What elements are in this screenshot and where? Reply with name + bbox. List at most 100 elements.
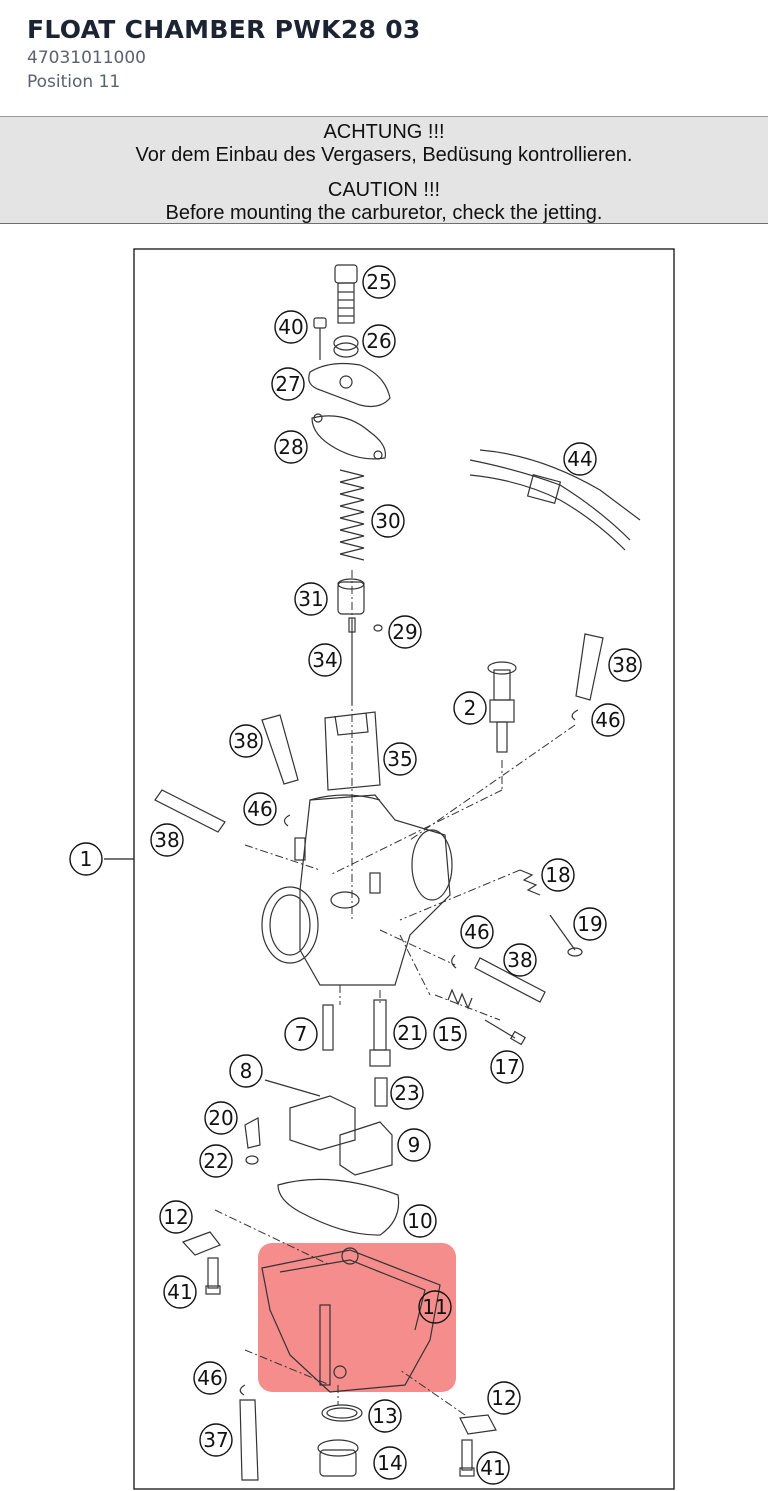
callout-46[interactable]: 46 xyxy=(460,915,494,949)
callout-17[interactable]: 17 xyxy=(490,1050,524,1084)
callout-30[interactable]: 30 xyxy=(371,504,405,538)
callout-14[interactable]: 14 xyxy=(373,1446,407,1480)
callout-circle xyxy=(308,643,342,677)
callout-22[interactable]: 22 xyxy=(199,1144,233,1178)
callout-number: 31 xyxy=(298,587,323,611)
callout-9[interactable]: 9 xyxy=(397,1128,431,1162)
callout-number: 9 xyxy=(408,1133,421,1157)
callout-number: 41 xyxy=(480,1456,505,1480)
part-number: 47031011000 xyxy=(27,48,146,68)
callout-circle xyxy=(199,1423,233,1457)
callout-38[interactable]: 38 xyxy=(150,823,184,857)
callout-number: 8 xyxy=(240,1059,253,1083)
callout-circle xyxy=(199,1144,233,1178)
callout-number: 38 xyxy=(154,828,179,852)
callout-number: 18 xyxy=(545,863,570,887)
callout-13[interactable]: 13 xyxy=(368,1399,402,1433)
callout-18[interactable]: 18 xyxy=(541,858,575,892)
callout-number: 1 xyxy=(80,847,93,871)
callout-28[interactable]: 28 xyxy=(274,430,308,464)
callout-31[interactable]: 31 xyxy=(294,582,328,616)
callout-number: 14 xyxy=(377,1451,402,1475)
highlight-box xyxy=(258,1243,456,1392)
page-title: FLOAT CHAMBER PWK28 03 xyxy=(27,15,421,44)
header: FLOAT CHAMBER PWK28 03 47031011000 Posit… xyxy=(27,14,421,94)
callout-circle xyxy=(371,504,405,538)
callout-circle xyxy=(591,703,625,737)
callout-circle xyxy=(383,742,417,776)
callout-15[interactable]: 15 xyxy=(433,1017,467,1051)
callout-number: 22 xyxy=(203,1149,228,1173)
callout-circle xyxy=(69,842,103,876)
callout-number: 19 xyxy=(577,912,602,936)
callout-circle xyxy=(294,582,328,616)
callout-circle xyxy=(476,1451,510,1485)
callout-10[interactable]: 10 xyxy=(403,1204,437,1238)
callout-2[interactable]: 2 xyxy=(453,691,487,725)
callout-41[interactable]: 41 xyxy=(476,1451,510,1485)
callout-41[interactable]: 41 xyxy=(163,1275,197,1309)
callout-circle xyxy=(243,792,277,826)
callout-1[interactable]: 1 xyxy=(69,842,103,876)
diagram-svg: 2540262728443031293438246383546381181946… xyxy=(69,248,675,1490)
callout-circle xyxy=(284,1017,318,1051)
callout-35[interactable]: 35 xyxy=(383,742,417,776)
callout-40[interactable]: 40 xyxy=(274,310,308,344)
callout-number: 34 xyxy=(312,648,337,672)
callout-38[interactable]: 38 xyxy=(229,724,263,758)
callout-circle xyxy=(418,1290,452,1324)
callout-23[interactable]: 23 xyxy=(390,1076,424,1110)
callout-number: 38 xyxy=(507,948,532,972)
callout-number: 44 xyxy=(567,447,592,471)
callout-number: 12 xyxy=(491,1386,516,1410)
callout-circle xyxy=(403,1204,437,1238)
callout-20[interactable]: 20 xyxy=(204,1101,238,1135)
callout-46[interactable]: 46 xyxy=(243,792,277,826)
callout-21[interactable]: 21 xyxy=(393,1016,427,1050)
callout-8[interactable]: 8 xyxy=(229,1054,263,1088)
callout-11[interactable]: 11 xyxy=(418,1290,452,1324)
callout-37[interactable]: 37 xyxy=(199,1423,233,1457)
callout-circle xyxy=(362,265,396,299)
callout-46[interactable]: 46 xyxy=(591,703,625,737)
callout-circle xyxy=(373,1446,407,1480)
callout-circle xyxy=(159,1200,193,1234)
callout-29[interactable]: 29 xyxy=(388,615,422,649)
callout-34[interactable]: 34 xyxy=(308,643,342,677)
callout-number: 40 xyxy=(278,315,303,339)
callout-number: 11 xyxy=(422,1295,447,1319)
callout-circle xyxy=(150,823,184,857)
callout-circle xyxy=(362,324,396,358)
callout-circle xyxy=(229,1054,263,1088)
callout-12[interactable]: 12 xyxy=(159,1200,193,1234)
callout-number: 41 xyxy=(167,1280,192,1304)
callout-number: 46 xyxy=(464,920,489,944)
callout-circle xyxy=(368,1399,402,1433)
callout-46[interactable]: 46 xyxy=(193,1361,227,1395)
caution-banner: ACHTUNG !!! Vor dem Einbau des Vergasers… xyxy=(0,116,768,224)
callout-12[interactable]: 12 xyxy=(487,1381,521,1415)
callout-number: 46 xyxy=(197,1366,222,1390)
callout-circle xyxy=(563,442,597,476)
callout-7[interactable]: 7 xyxy=(284,1017,318,1051)
callout-number: 35 xyxy=(387,747,412,771)
callout-44[interactable]: 44 xyxy=(563,442,597,476)
callout-38[interactable]: 38 xyxy=(608,648,642,682)
callout-19[interactable]: 19 xyxy=(573,907,607,941)
callout-number: 23 xyxy=(394,1081,419,1105)
callout-number: 30 xyxy=(375,509,400,533)
caution-en-title: CAUTION !!! xyxy=(327,179,441,201)
caution-de-text: Vor dem Einbau des Vergasers, Bedüsung k… xyxy=(135,144,633,166)
callout-26[interactable]: 26 xyxy=(362,324,396,358)
callout-38[interactable]: 38 xyxy=(503,943,537,977)
parts-art xyxy=(154,264,641,1481)
callout-25[interactable]: 25 xyxy=(362,265,396,299)
callout-27[interactable]: 27 xyxy=(271,367,305,401)
callout-number: 7 xyxy=(295,1022,308,1046)
callout-number: 12 xyxy=(163,1205,188,1229)
callout-number: 38 xyxy=(233,729,258,753)
callout-number: 13 xyxy=(372,1404,397,1428)
callout-number: 27 xyxy=(275,372,300,396)
callout-circle xyxy=(204,1101,238,1135)
